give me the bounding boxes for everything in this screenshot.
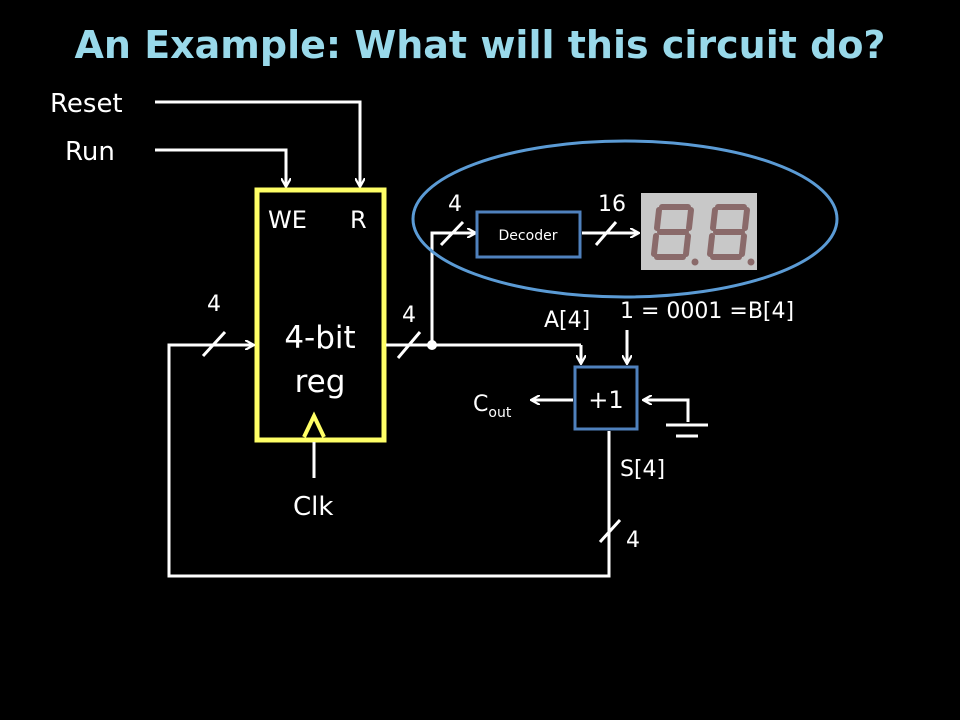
adder-b-label: 1 = 0001 =B[4] [620, 299, 794, 324]
run-wire [155, 148, 286, 186]
register-box [254, 187, 387, 443]
decoder-label: Decoder [499, 228, 558, 244]
reset-label: Reset [50, 89, 123, 119]
reg-output-slash [396, 331, 422, 359]
adder-label: +1 [588, 386, 623, 414]
carry-out-label: Cout [473, 392, 512, 421]
highlight-ellipse [411, 139, 839, 299]
clk-label: Clk [293, 492, 333, 522]
clock-triangle [302, 411, 326, 438]
reset-wire [155, 100, 360, 186]
sum-label: S[4] [620, 457, 665, 482]
feedback-in-slash [201, 330, 227, 358]
run-label: Run [65, 137, 115, 167]
decoder-in-slash [439, 220, 465, 247]
slide-title: An Example: What will this circuit do? [75, 23, 886, 67]
register-name-line1: 4-bit [284, 320, 355, 356]
decoder-out-slash [594, 221, 618, 246]
feedback-wire [167, 345, 611, 578]
adder-a-label: A[4] [544, 308, 590, 333]
sum-slash [598, 518, 622, 544]
register-we-label: WE [268, 206, 307, 234]
register-name-line2: reg [295, 364, 346, 400]
register-r-label: R [350, 206, 367, 234]
decoder-box [475, 210, 582, 259]
feedback-in-width: 4 [207, 292, 221, 317]
sum-width: 4 [626, 528, 640, 553]
decoder-out-width: 16 [598, 192, 626, 217]
decoder-branch-wire [430, 233, 475, 345]
adder-box [573, 365, 639, 431]
seven-segment-display [641, 193, 757, 270]
carry-out-subscript: out [488, 405, 511, 421]
carry-out-c: C [473, 392, 488, 417]
ground-wire [644, 400, 690, 422]
decoder-in-width: 4 [448, 192, 462, 217]
reg-output-width: 4 [402, 303, 416, 328]
ground-icon [666, 423, 708, 438]
